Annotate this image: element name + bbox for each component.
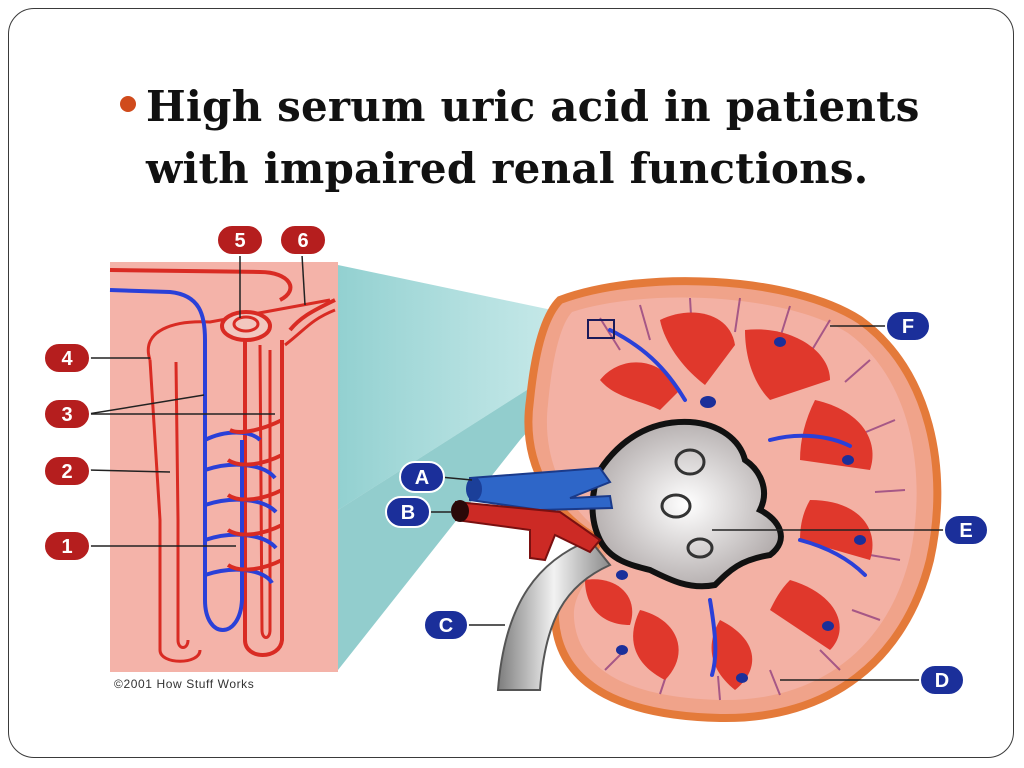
nephron-label-4: 4 (43, 342, 91, 374)
bullet-line-1: High serum uric acid in patients (146, 82, 920, 131)
renal-vein (466, 466, 614, 512)
kidney-label-a: A (399, 461, 445, 493)
svg-text:F: F (902, 316, 914, 338)
nephron-label-1: 1 (43, 530, 91, 562)
renal-artery (451, 500, 602, 562)
bullet-text: High serum uric acid in patients with im… (146, 76, 920, 200)
svg-text:D: D (935, 670, 949, 692)
svg-text:B: B (401, 502, 415, 524)
ureter (496, 538, 612, 691)
kidney-label-d: D (919, 664, 965, 696)
nephron-label-3: 3 (43, 398, 91, 430)
nephron-label-6: 6 (279, 224, 327, 256)
svg-text:4: 4 (61, 348, 73, 370)
bullet-dot-icon (120, 96, 136, 112)
bullet-line-2: with impaired renal functions. (146, 144, 869, 193)
svg-text:3: 3 (61, 404, 72, 426)
nephron-label-2: 2 (43, 455, 91, 487)
svg-text:C: C (439, 615, 453, 637)
svg-text:2: 2 (61, 461, 72, 483)
kidney-label-e: E (943, 514, 989, 546)
credit-text: ©2001 How Stuff Works (114, 677, 254, 691)
kidney-label-b: B (385, 496, 431, 528)
svg-text:E: E (959, 520, 972, 542)
nephron-panel (87, 254, 338, 672)
svg-text:6: 6 (297, 230, 308, 252)
zoom-box (587, 319, 615, 339)
svg-text:5: 5 (234, 230, 245, 252)
nephron-label-5: 5 (216, 224, 264, 256)
svg-text:A: A (415, 467, 429, 489)
kidney-label-f: F (885, 310, 931, 342)
kidney-label-c: C (423, 609, 469, 641)
kidney-cross-section (524, 277, 942, 723)
svg-text:1: 1 (61, 536, 72, 558)
